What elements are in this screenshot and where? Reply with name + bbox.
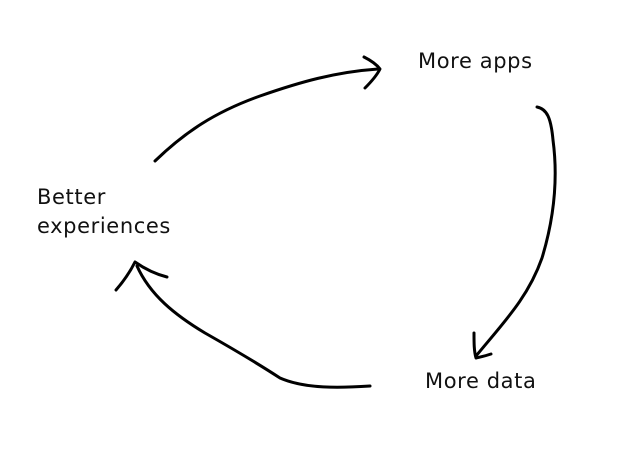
arrowhead: [472, 331, 493, 360]
arrow-more-data-to-better-experiences: [114, 260, 372, 389]
arrow-better-experiences-to-more-apps: [153, 55, 382, 163]
arrowhead: [114, 260, 169, 292]
arrow-more-apps-to-more-data: [472, 105, 557, 360]
node-better-experiences: Better experiences: [37, 183, 171, 241]
arrow-shaft: [135, 264, 372, 389]
arrowhead: [362, 55, 382, 90]
arrow-shaft: [153, 67, 380, 163]
node-more-apps: More apps: [418, 49, 533, 73]
node-more-data: More data: [425, 369, 537, 393]
node-label-line: experiences: [37, 214, 171, 238]
arrow-shaft: [474, 105, 557, 358]
node-label-line: Better: [37, 185, 106, 209]
